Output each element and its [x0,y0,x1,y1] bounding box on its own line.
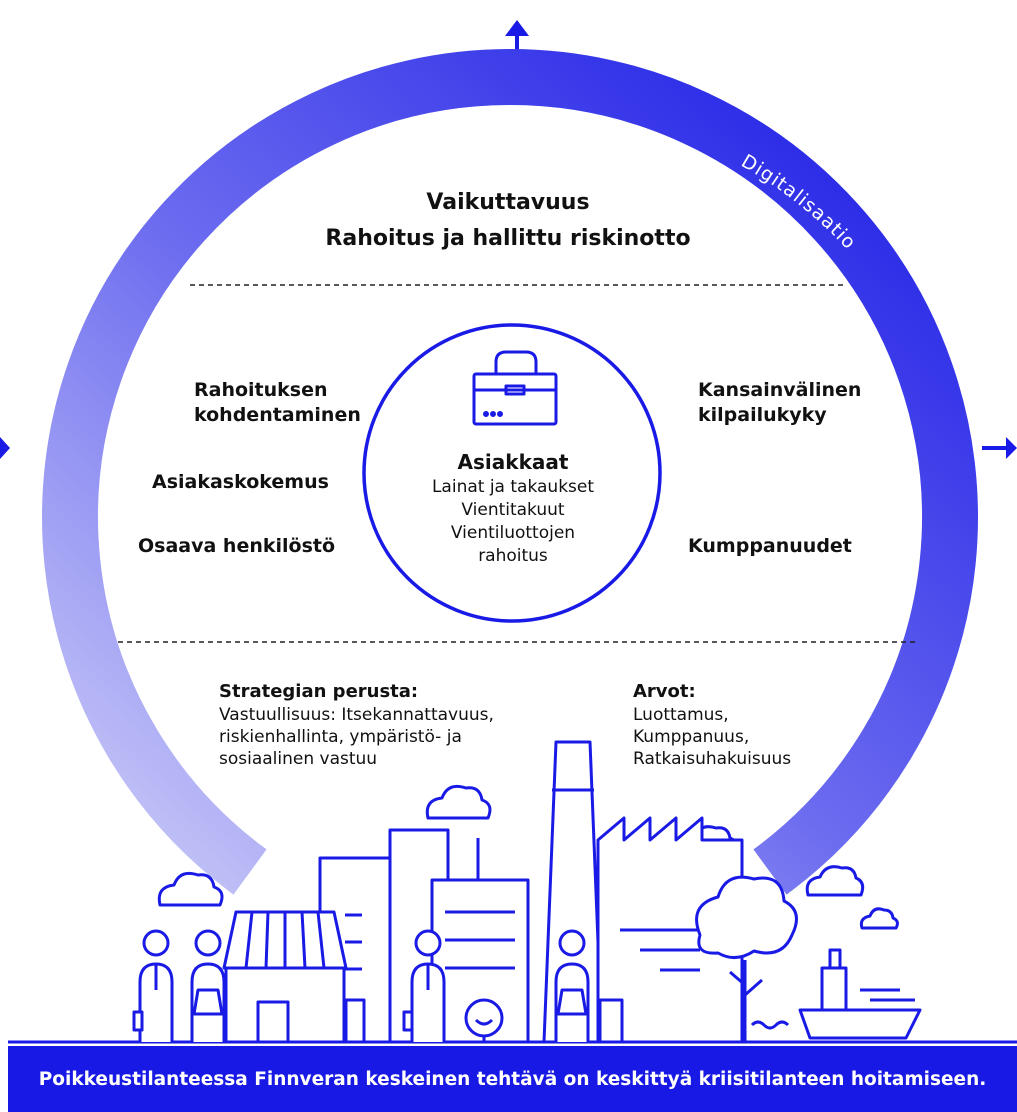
person-icon [402,929,446,1042]
strategy-line: riskienhallinta, ympäristö- ja [219,727,462,747]
customer-circle [362,323,662,623]
cloud-icon [157,871,224,907]
person-icon [132,929,174,1042]
small-tree-icon [464,998,504,1038]
digitalisation-ring [42,49,978,895]
cloud-icon [425,784,492,820]
strategy-line: Vastuullisuus: Itsekannattavuus, [219,705,494,725]
right-item-2: Kumppanuudet [688,535,852,557]
values-line: Luottamus, [633,705,729,725]
right-item-1-line2: kilpailukyky [698,404,827,426]
left-arrow-icon [0,437,10,459]
left-item-1: Rahoituksen kohdentaminen [194,378,361,428]
left-item-2: Asiakaskokemus [152,471,329,493]
cityscape-illustration [132,740,922,1044]
center-title: Asiakkaat [457,450,569,474]
ship-icon [798,1008,922,1040]
footer-banner: Poikkeustilanteessa Finnveran keskeinen … [8,1046,1017,1112]
cloud-icon [805,865,865,897]
values-line: Kumppanuus, [633,727,750,747]
center-line: rahoitus [478,546,548,566]
right-item-1: Kansainvälinen kilpailukyky [698,378,861,428]
left-item-1-line1: Rahoituksen [194,379,328,401]
cloud-icon [859,907,899,930]
footer-text: Poikkeustilanteessa Finnveran keskeinen … [38,1068,987,1090]
center-text-block: Asiakkaat Lainat ja takaukset Vientitaku… [388,448,638,568]
briefcase-icon [472,350,558,426]
values-block: Arvot: Luottamus, Kumppanuus, Ratkaisuha… [633,680,791,770]
strategy-block: Strategian perusta: Vastuullisuus: Itsek… [219,680,494,770]
right-arrow-icon [982,437,1017,459]
values-line: Ratkaisuhakuisuus [633,749,792,769]
values-heading: Arvot: [633,681,696,702]
left-item-1-line2: kohdentaminen [194,404,361,426]
right-item-1-line1: Kansainvälinen [698,379,862,401]
top-heading-line2: Rahoitus ja hallittu riskinotto [325,226,691,251]
center-line: Vientiluottojen [450,523,576,543]
person-icon [190,929,226,1042]
person-icon [554,929,590,1042]
top-heading-line1: Vaikuttavuus [426,190,590,215]
left-item-3: Osaava henkilöstö [138,535,336,557]
strategy-line: sosiaalinen vastuu [219,749,378,769]
tree-icon [695,875,798,959]
center-line: Lainat ja takaukset [431,477,595,497]
center-line: Vientitakuut [461,500,565,520]
strategy-heading: Strategian perusta: [219,681,419,702]
